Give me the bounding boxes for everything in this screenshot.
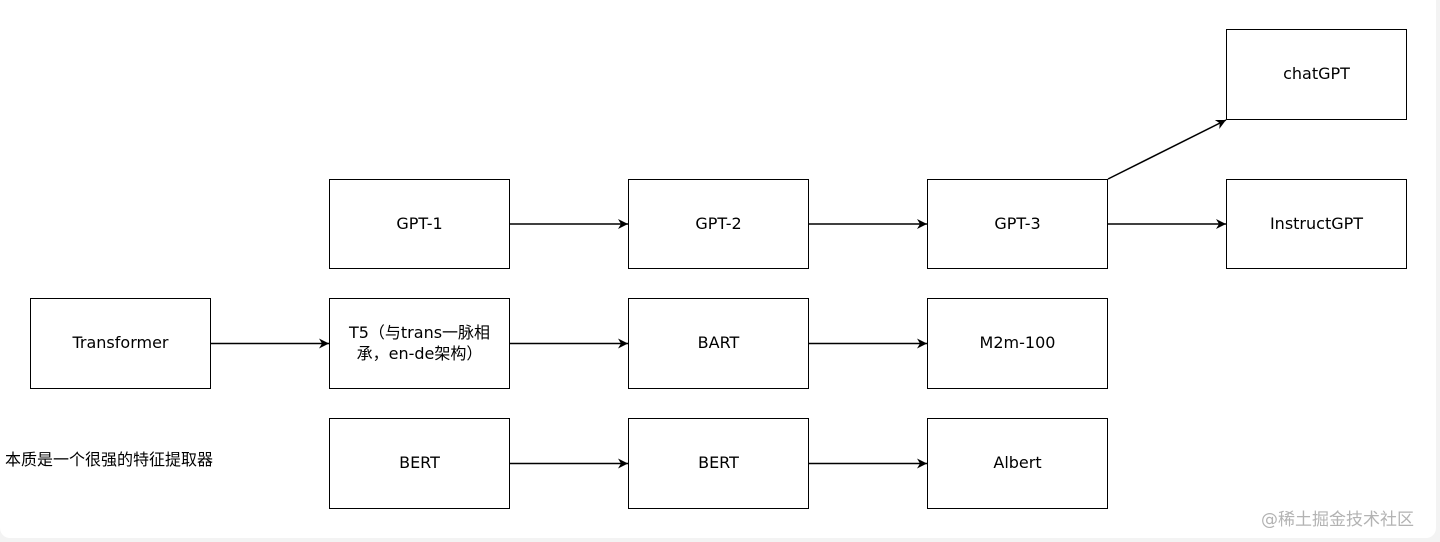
node-bert-2-label: BERT (698, 453, 739, 473)
node-m2m100: M2m-100 (927, 298, 1108, 389)
node-gpt3: GPT-3 (927, 179, 1108, 269)
node-gpt1: GPT-1 (329, 179, 510, 269)
edge-gpt3-to-chatgpt (1107, 119, 1227, 180)
node-instructgpt: InstructGPT (1226, 179, 1407, 269)
node-chatgpt-label: chatGPT (1283, 64, 1350, 84)
node-instructgpt-label: InstructGPT (1269, 213, 1364, 233)
node-bart: BART (628, 298, 809, 389)
node-m2m100-label: M2m-100 (979, 333, 1056, 353)
bert-note-text: 本质是一个很强的特征提取器 (5, 450, 214, 469)
node-t5: T5（与trans一脉相承，en-de架构） (329, 298, 510, 389)
node-bert-1-label: BERT (399, 453, 440, 473)
node-gpt3-label: GPT-3 (994, 213, 1041, 233)
node-gpt2-label: GPT-2 (695, 213, 742, 233)
node-gpt2: GPT-2 (628, 179, 809, 269)
watermark-text: @稀土掘金技术社区 (1261, 510, 1414, 530)
node-transformer: Transformer (30, 298, 211, 389)
node-chatgpt: chatGPT (1226, 29, 1407, 120)
node-gpt1-label: GPT-1 (396, 213, 443, 233)
node-albert-label: Albert (993, 453, 1042, 473)
node-bert-1: BERT (329, 418, 510, 509)
node-bart-label: BART (697, 333, 740, 353)
node-albert: Albert (927, 418, 1108, 509)
node-t5-label: T5（与trans一脉相承，en-de架构） (348, 322, 491, 363)
node-transformer-label: Transformer (72, 333, 169, 353)
node-bert-2: BERT (628, 418, 809, 509)
